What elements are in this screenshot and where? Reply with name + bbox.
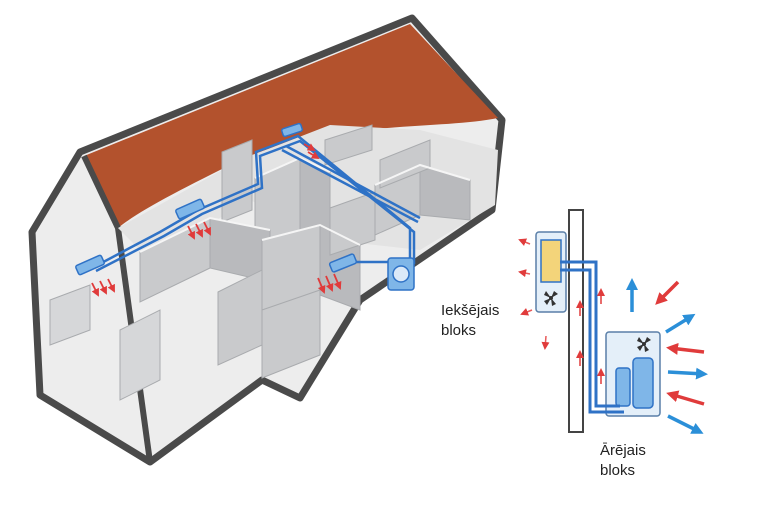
- outdoor-label-line-1: Ārējais: [600, 442, 646, 459]
- wall-section: [568, 209, 584, 433]
- outdoor-label-line-2: bloks: [600, 462, 636, 479]
- wall-tops: [139, 156, 471, 253]
- outdoor-unit-label: Ārējais bloks: [600, 441, 646, 481]
- indoor-air-arrows: [518, 238, 550, 350]
- connecting-pipes: [560, 260, 624, 414]
- pipe-flow-arrows: [576, 288, 605, 384]
- split-system-schematic: [518, 209, 708, 434]
- indoor-label-line-1: Iekšējais: [441, 302, 500, 319]
- fan-icon: [637, 337, 651, 352]
- indoor-label-line-2: bloks: [441, 322, 477, 339]
- house-cutaway: [28, 14, 506, 466]
- room-airflow-arrows: [91, 143, 342, 297]
- outdoor-air-arrows: [626, 278, 708, 434]
- indoor-unit: [535, 231, 567, 313]
- fan-icon: [544, 291, 558, 306]
- refrigerant-pipes: [91, 134, 421, 273]
- room-indoor-units: [75, 122, 358, 276]
- house-outdoor-unit: [387, 257, 415, 291]
- indoor-unit-label: Iekšējais bloks: [441, 301, 499, 341]
- outdoor-unit: [605, 331, 661, 417]
